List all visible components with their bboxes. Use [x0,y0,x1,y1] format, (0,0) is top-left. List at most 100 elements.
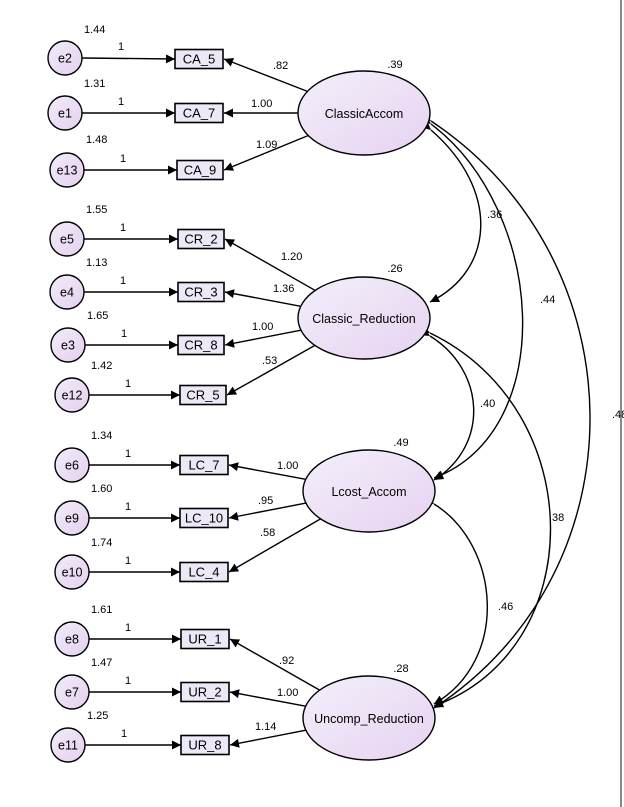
error-variance-label: 1.13 [86,257,107,269]
observed-variable-label: CR_3 [184,285,217,300]
covariance-arrow [421,112,591,709]
latent-variable-label: Lcost_Accom [331,485,406,499]
loading-label: .82 [273,60,288,72]
error-weight-label: 1 [121,328,127,340]
loading-label: 1.00 [251,98,272,110]
covariance-label: .46 [498,601,513,613]
observed-variable-box [174,48,224,70]
error-variance-label: 1.60 [91,483,112,495]
observed-variable-box [180,734,230,756]
error-path-arrow [81,54,176,64]
error-term-circle [50,327,86,363]
observed-variable-box [179,454,229,476]
error-term-circle [49,152,85,188]
error-term-label: e11 [58,739,78,753]
label-layer: .36.44.48.40.38.46CA_5e21.441.82CA_7e11.… [57,24,624,753]
observed-variable-label: LC_7 [188,458,219,473]
observed-variable-box [179,507,229,529]
error-weight-label: 1 [125,555,131,567]
error-term-circle [54,554,90,590]
error-weight-label: 1 [125,622,131,634]
error-variance-label: 1.25 [87,710,108,722]
observed-variable-label: CR_8 [184,338,217,353]
latent-variance-label: .26 [387,263,402,275]
observed-variable-box [177,334,225,356]
observed-variable-box [179,561,229,583]
covariance-label: .38 [549,512,564,524]
loading-path-arrow [229,729,306,748]
error-term-circle [49,221,85,257]
error-variance-label: 1.61 [91,604,112,616]
latent-variance-label: .39 [387,59,402,71]
error-weight-label: 1 [118,41,124,53]
loading-path-arrow [229,689,306,707]
loading-path-arrow [224,289,301,307]
error-term-label: e8 [65,633,79,647]
observed-variable-box [179,384,227,406]
covariance-arrow [419,327,475,481]
loading-path-arrow [228,518,321,573]
error-variance-label: 1.65 [87,310,108,322]
error-weight-label: 1 [125,448,131,460]
error-term-circle [47,95,83,131]
loading-label: 1.36 [273,283,294,295]
error-weight-label: 1 [120,222,126,234]
latent-variable-ellipse [302,449,436,533]
observed-variable-box [174,102,224,124]
loading-label: 1.09 [256,139,277,151]
error-term-circle [54,447,90,483]
error-term-label: e1 [58,107,72,121]
error-term-circle [49,274,85,310]
loading-path-arrow [228,502,307,521]
covariance-arrow [421,120,482,303]
error-variance-label: 1.55 [86,204,107,216]
node-layer [47,40,436,763]
error-term-label: e10 [62,566,83,580]
error-variance-label: 1.47 [91,657,112,669]
window-border [620,0,622,807]
latent-variable-ellipse [297,276,431,360]
loading-path-arrow [223,134,309,171]
loading-label: 1.14 [255,721,276,733]
loading-label: 1.00 [252,321,273,333]
loading-path-arrow [224,238,316,292]
error-term-label: e12 [62,389,83,403]
loading-label: 1.00 [277,460,298,472]
observed-variable-label: CA_5 [183,52,216,67]
error-variance-label: 1.31 [84,78,105,90]
error-term-label: e7 [65,686,79,700]
loading-path-arrow [228,462,306,481]
error-term-circle [54,621,90,657]
latent-variable-ellipse [302,675,436,761]
covariance-layer [419,112,591,709]
error-variance-label: 1.42 [91,360,112,372]
observed-variable-box [177,228,225,250]
observed-variable-label: CA_9 [184,163,217,178]
loading-path-arrow [223,58,308,92]
observed-variable-box [180,681,230,703]
error-weight-label: 1 [120,275,126,287]
latent-variable-label: ClassicAccom [325,107,404,121]
covariance-arrow [423,495,488,705]
error-weight-label: 1 [118,96,124,108]
observed-variable-label: UR_8 [188,738,221,753]
error-weight-label: 1 [125,378,131,390]
observed-variable-label: LC_4 [188,565,219,580]
observed-variable-label: LC_10 [185,511,223,526]
error-term-label: e5 [60,233,74,247]
loading-label: 1.20 [281,251,302,263]
observed-variable-label: CR_5 [186,388,219,403]
error-term-circle [50,727,86,763]
observed-variable-box [177,281,225,303]
loading-label: .95 [258,495,273,507]
error-variance-label: 1.74 [91,537,112,549]
loading-label: .92 [279,655,294,667]
latent-variance-label: .28 [393,663,408,675]
error-variance-label: 1.48 [86,134,107,146]
error-variance-label: 1.34 [91,430,112,442]
loading-label: .58 [260,527,275,539]
error-term-circle [47,40,83,76]
latent-variable-ellipse [297,70,431,156]
observed-variable-label: CR_2 [184,232,217,247]
